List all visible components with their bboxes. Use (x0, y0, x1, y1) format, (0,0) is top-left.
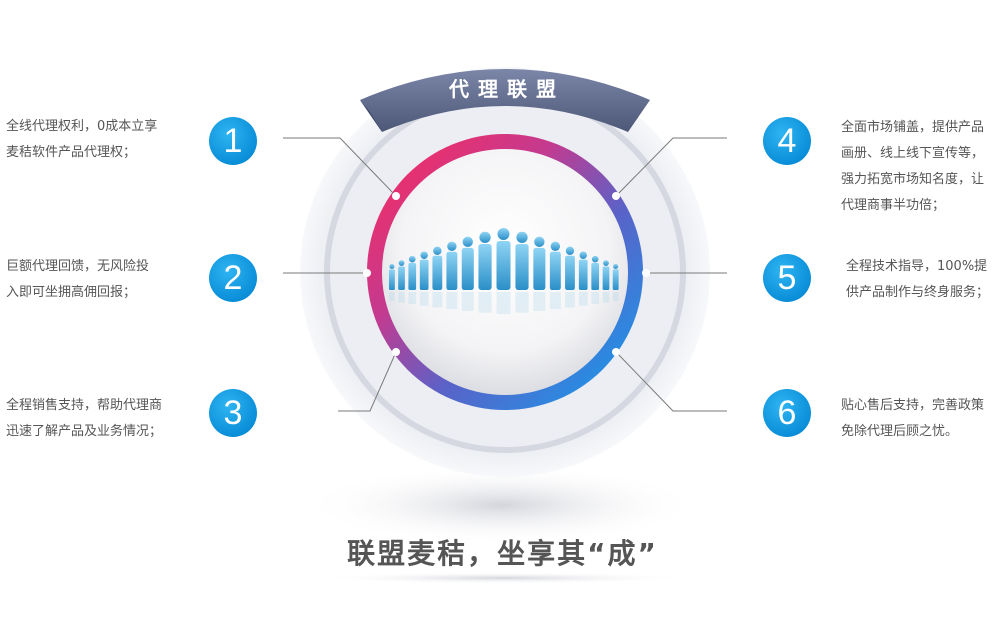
person-figure (419, 251, 429, 306)
banner-fold-left (360, 100, 382, 132)
item-3-line-1: 全程销售支持，帮助代理商 (6, 398, 163, 413)
badge-5: 5 (763, 254, 811, 302)
item-6-line-2: 免除代理后顾之忧。 (841, 424, 959, 439)
person-figure (408, 255, 417, 305)
person-figure (432, 246, 443, 308)
person-figure (612, 263, 619, 302)
person-figure (496, 228, 511, 315)
item-5-line-2: 供产品制作与终身服务； (846, 285, 990, 300)
item-1-line-2: 麦秸软件产品代理权； (6, 145, 137, 160)
dot-1 (392, 192, 400, 200)
dot-4 (612, 192, 620, 200)
person-figure (515, 231, 529, 313)
item-4-text: 全面市场铺盖，提供产品 画册、线上线下宣传等， 强力拓宽市场知名度，让 代理商事… (841, 115, 1005, 219)
banner-ribbon (360, 69, 650, 132)
person-figure (388, 263, 395, 302)
badge-4: 4 (763, 117, 811, 165)
people-crowd-icon (388, 228, 619, 315)
connector-6 (615, 351, 727, 412)
connector-3 (338, 351, 397, 412)
item-3-line-2: 迅速了解产品及业务情况； (6, 424, 163, 439)
person-figure (398, 260, 405, 303)
dot-2 (363, 269, 371, 277)
slogan-shadow (312, 572, 692, 584)
dot-3 (392, 348, 400, 356)
connector-4 (615, 137, 727, 197)
person-figure (478, 231, 492, 313)
item-1-text: 全线代理权利，0成本立享 麦秸软件产品代理权； (6, 114, 186, 166)
badge-3: 3 (209, 389, 257, 437)
item-2-line-1: 巨额代理回馈，无风险投 (6, 259, 150, 274)
connectors (283, 137, 727, 412)
item-2-line-2: 入即可坐拥高佣回报； (6, 285, 137, 300)
person-figure (549, 241, 561, 310)
person-figure (578, 251, 588, 306)
item-5-line-1: 全程技术指导，100%提 (846, 259, 988, 274)
item-4-line-1: 全面市场铺盖，提供产品 (841, 120, 985, 135)
item-4-line-2: 画册、线上线下宣传等， (841, 146, 985, 161)
slogan: 联盟麦秸，坐享其“成” (347, 537, 658, 570)
person-figure (446, 241, 458, 310)
badge-1: 1 (209, 117, 257, 165)
badge-6: 6 (763, 389, 811, 437)
person-figure (533, 236, 546, 311)
person-figure (461, 236, 474, 311)
item-4-line-3: 强力拓宽市场知名度，让 (841, 172, 985, 187)
banner-title: 代理联盟 (449, 77, 565, 101)
item-6-text: 贴心售后支持，完善政策 免除代理后顾之忧。 (841, 393, 1005, 445)
connector-dots (363, 192, 650, 356)
ground-shadow (302, 465, 702, 545)
person-figure (602, 260, 610, 303)
person-figure (565, 246, 575, 308)
item-3-text: 全程销售支持，帮助代理商 迅速了解产品及业务情况； (6, 393, 186, 445)
connector-1 (283, 137, 397, 197)
person-figure (591, 255, 600, 305)
item-1-line-1: 全线代理权利，0成本立享 (6, 119, 158, 134)
dot-5 (642, 269, 650, 277)
item-5-text: 全程技术指导，100%提 供产品制作与终身服务； (846, 254, 1005, 306)
dot-6 (612, 348, 620, 356)
item-2-text: 巨额代理回馈，无风险投 入即可坐拥高佣回报； (6, 254, 186, 306)
badge-2: 2 (209, 254, 257, 302)
item-6-line-1: 贴心售后支持，完善政策 (841, 398, 985, 413)
item-4-line-4: 代理商事半功倍； (841, 198, 946, 213)
